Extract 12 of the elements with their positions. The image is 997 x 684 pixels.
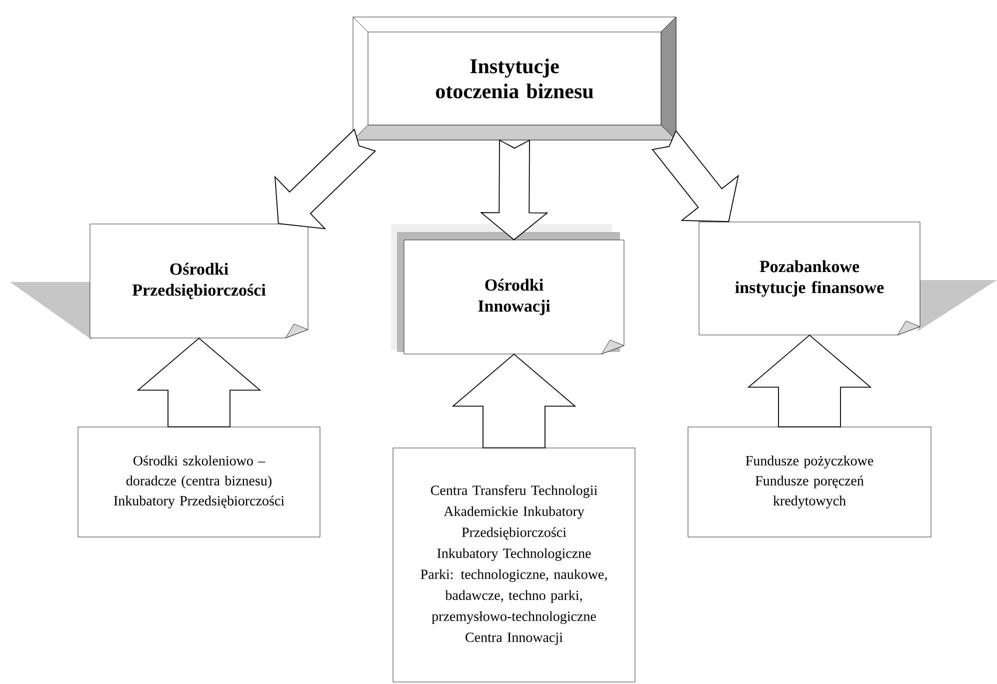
block-arrow — [652, 130, 739, 222]
note-box: Ośrodki Przedsiębiorczości — [10, 224, 308, 340]
bevel-title-box: Instytucje otoczenia biznesu — [352, 16, 676, 140]
block-arrow — [136, 338, 262, 428]
note-box: Ośrodki Innowacji — [391, 224, 624, 354]
note-box: Pozabankowe instytucje finansowe — [698, 222, 997, 336]
block-arrow — [480, 139, 548, 240]
text-box: Centra Transferu Technologii Akademickie Inkubatory Przedsiębiorczości Inkubatory Technologiczne Parki: technologiczne, naukowe, badawcze, techno parki, przemysłowo-technologiczne Centra Innowacji — [392, 448, 636, 682]
block-arrow — [452, 354, 576, 448]
text-box: Fundusze pożyczkowe Fundusze poręczeń kredytowych — [688, 426, 932, 538]
block-arrow — [747, 334, 872, 428]
text-box: Ośrodki szkoleniowo – doradcze (centra biznesu) Inkubatory Przedsiębiorczości — [78, 426, 320, 538]
